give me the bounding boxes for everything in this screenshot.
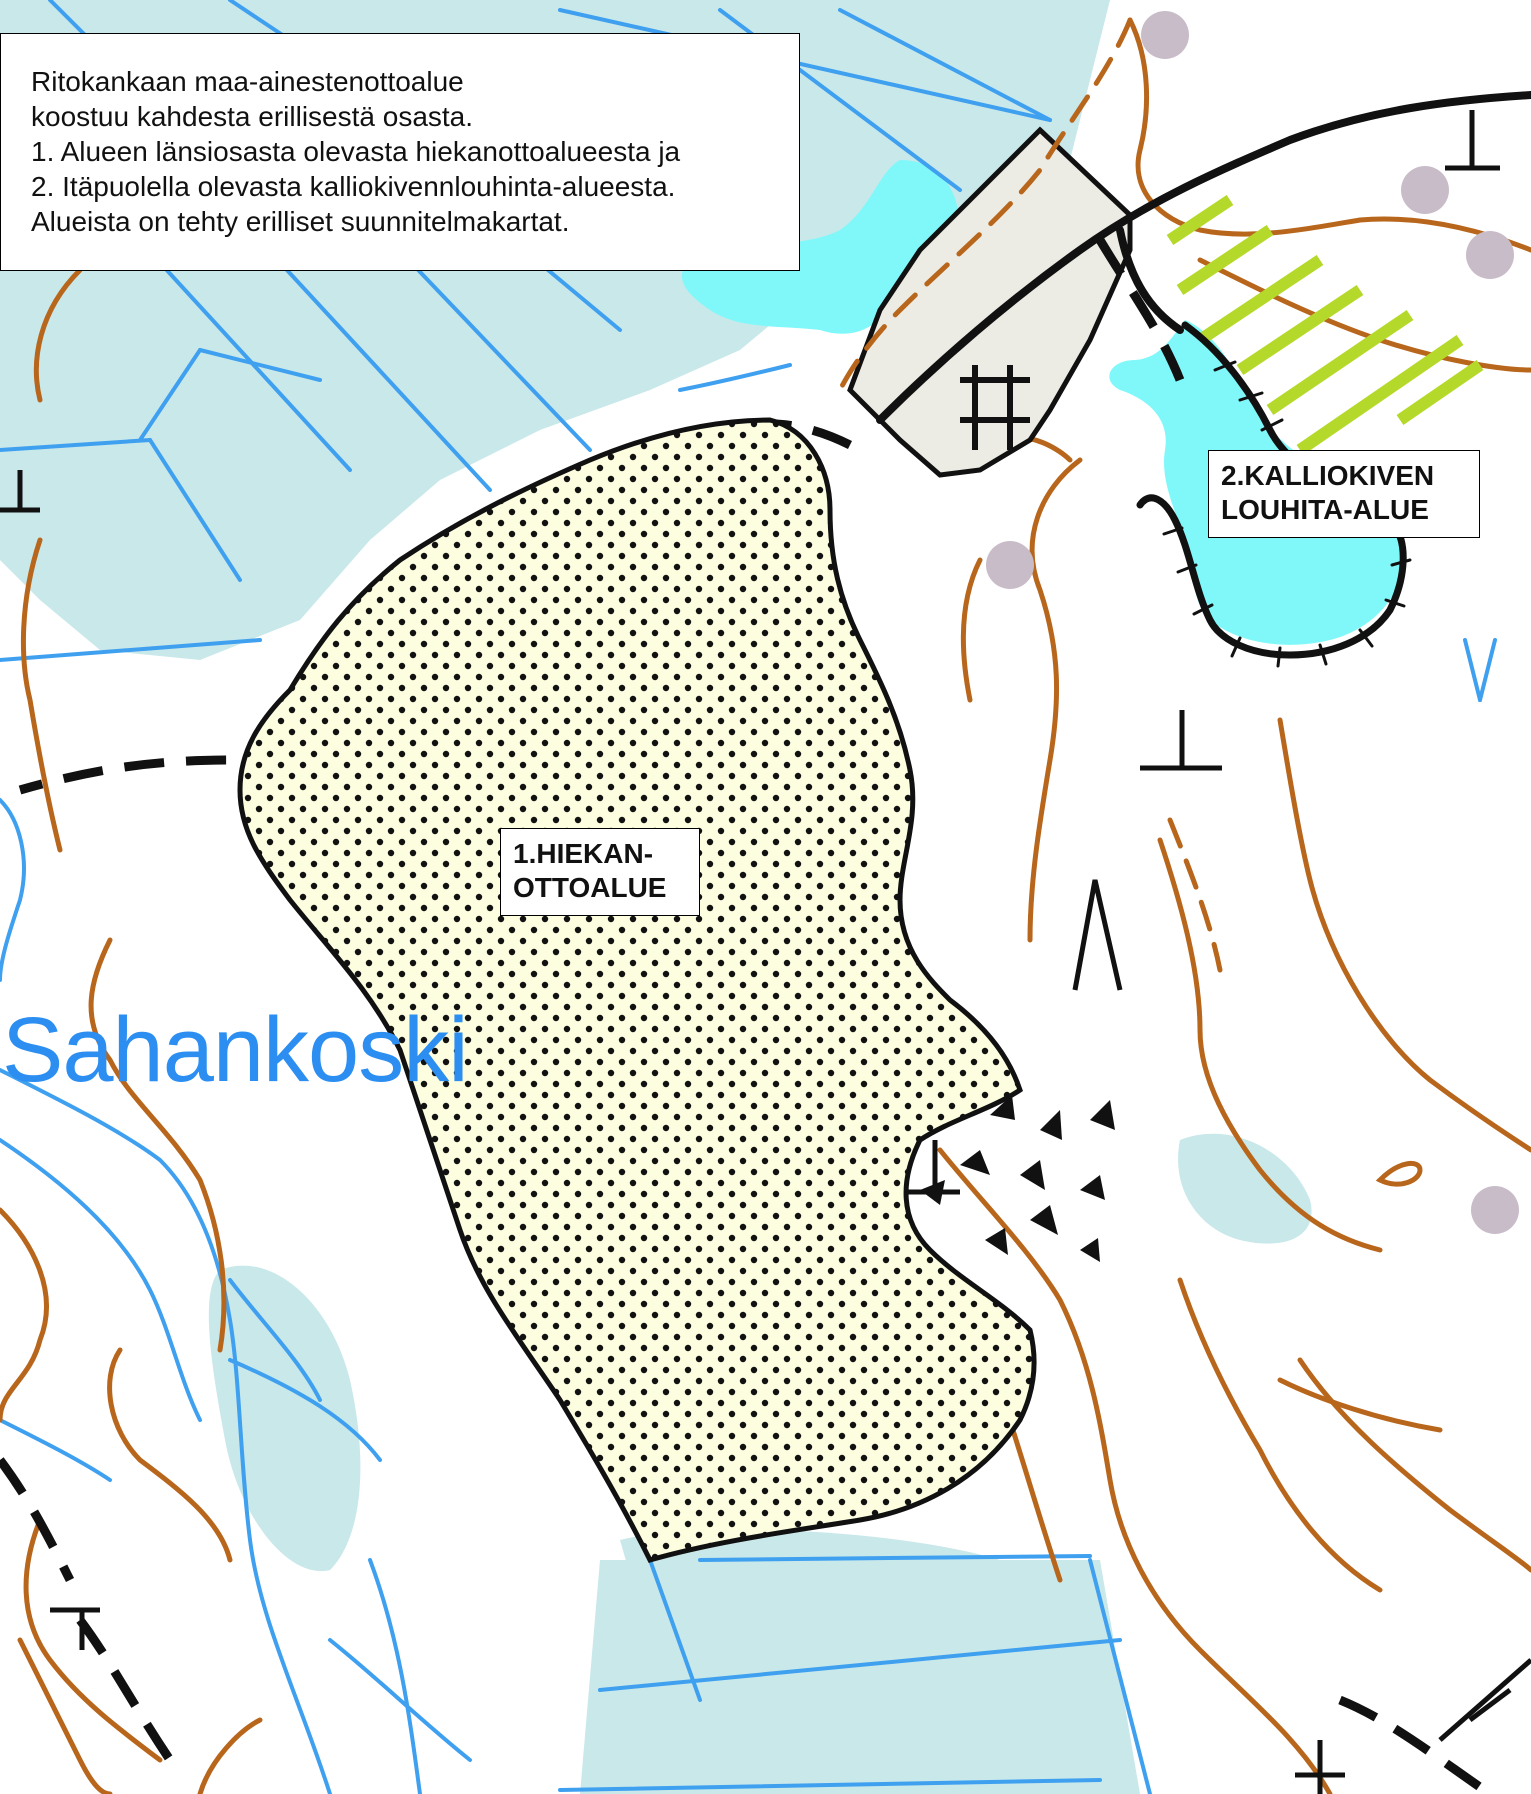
place-name-label: Sahankoski <box>2 999 469 1101</box>
rock-area-label: 2.KALLIOKIVEN LOUHITA-ALUE <box>1208 450 1480 538</box>
hash-symbol <box>960 365 1030 450</box>
sand-area-label: 1.HIEKAN- OTTOALUE <box>500 828 700 916</box>
info-line: Alueista on tehty erilliset suunnitelmak… <box>31 206 570 237</box>
info-line: 1. Alueen länsiosasta olevasta hiekanott… <box>31 136 681 167</box>
road-lines <box>876 91 1531 424</box>
info-box: Ritokankaan maa-ainestenottoalue koostuu… <box>0 33 800 271</box>
trail-lines <box>837 17 1223 973</box>
gravel-pit <box>847 126 1133 478</box>
terrain-symbols <box>0 110 1531 1794</box>
label-line: 1.HIEKAN- <box>513 838 654 869</box>
label-line: LOUHITA-ALUE <box>1221 494 1429 525</box>
info-line: Ritokankaan maa-ainestenottoalue <box>31 66 464 97</box>
info-line: koostuu kahdesta erillisestä osasta. <box>31 101 474 132</box>
sand-extraction-dots <box>240 420 1035 1560</box>
spot-symbols <box>986 11 1519 1234</box>
contour-lines <box>0 17 1531 1794</box>
info-line: 2. Itäpuolella olevasta kalliokivennlouh… <box>31 171 676 202</box>
label-line: 2.KALLIOKIVEN <box>1221 460 1435 491</box>
hatched-area <box>1166 195 1484 455</box>
label-line: OTTOALUE <box>513 872 667 903</box>
